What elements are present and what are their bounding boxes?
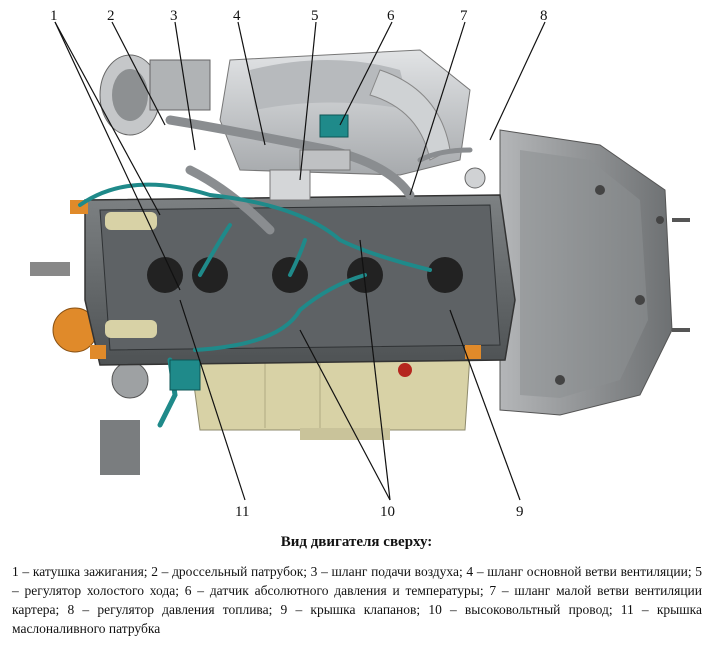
- callout-1: 1: [50, 8, 58, 24]
- callout-8: 8: [540, 8, 548, 24]
- figure-caption-title: Вид двигателя сверху:: [280, 534, 433, 550]
- hoses-and-wires: [78, 115, 473, 428]
- callout-11: 11: [235, 504, 249, 520]
- engine-block: [70, 194, 516, 366]
- callout-4: 4: [233, 8, 241, 24]
- figure-legend: 1 – катушка зажигания; 2 – дроссельный п…: [12, 564, 702, 636]
- transmission-housing: [499, 129, 690, 416]
- sensors-and-regulators: [169, 114, 486, 391]
- callout-9: 9: [516, 504, 524, 520]
- callout-leader-lines: [54, 21, 546, 501]
- callout-5: 5: [311, 8, 319, 24]
- callout-7: 7: [460, 8, 468, 24]
- callout-6: 6: [387, 8, 395, 24]
- callout-10: 10: [380, 504, 395, 520]
- engine-top-view-illustration: 1 2 3 4 5 6 7 8 9 10 11: [30, 8, 690, 520]
- oil-pan: [189, 354, 471, 440]
- callout-labels: 1 2 3 4 5 6 7 8 9 10 11: [50, 8, 548, 520]
- callout-2: 2: [107, 8, 115, 24]
- front-accessories: [30, 54, 211, 475]
- callout-3: 3: [170, 8, 178, 24]
